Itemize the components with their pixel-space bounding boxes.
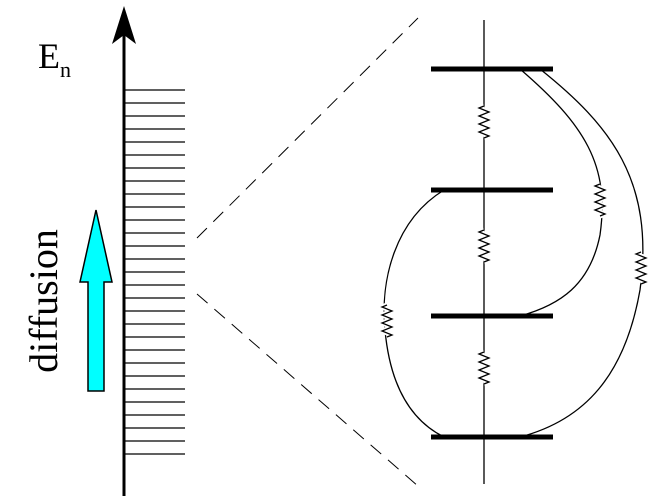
energy-axis-label: En [38,36,71,82]
resistor-curve-2-4-zigzag [380,304,394,338]
coupling-curve-level1-level3 [519,68,603,317]
energy-axis-label-subscript: n [60,57,71,82]
resistor-axis-1-zigzag [477,105,491,139]
resistor-axis-2-zigzag [477,229,491,263]
resistor-curve-1-4-zigzag [634,251,648,285]
diffusion-label: diffusion [21,229,66,373]
resistor-axis-3-zigzag [477,351,491,385]
energy-axis-label-main: E [38,36,60,76]
coupling-curve-level1-level4 [519,68,644,438]
zoom-line-lower [196,293,419,487]
diffusion-arrow [79,209,113,392]
zoom-line-upper [196,17,419,239]
resistor-curve-1-3-zigzag [593,183,607,217]
energy-spectrum [124,89,185,455]
energy-axis-arrowhead [112,6,136,44]
